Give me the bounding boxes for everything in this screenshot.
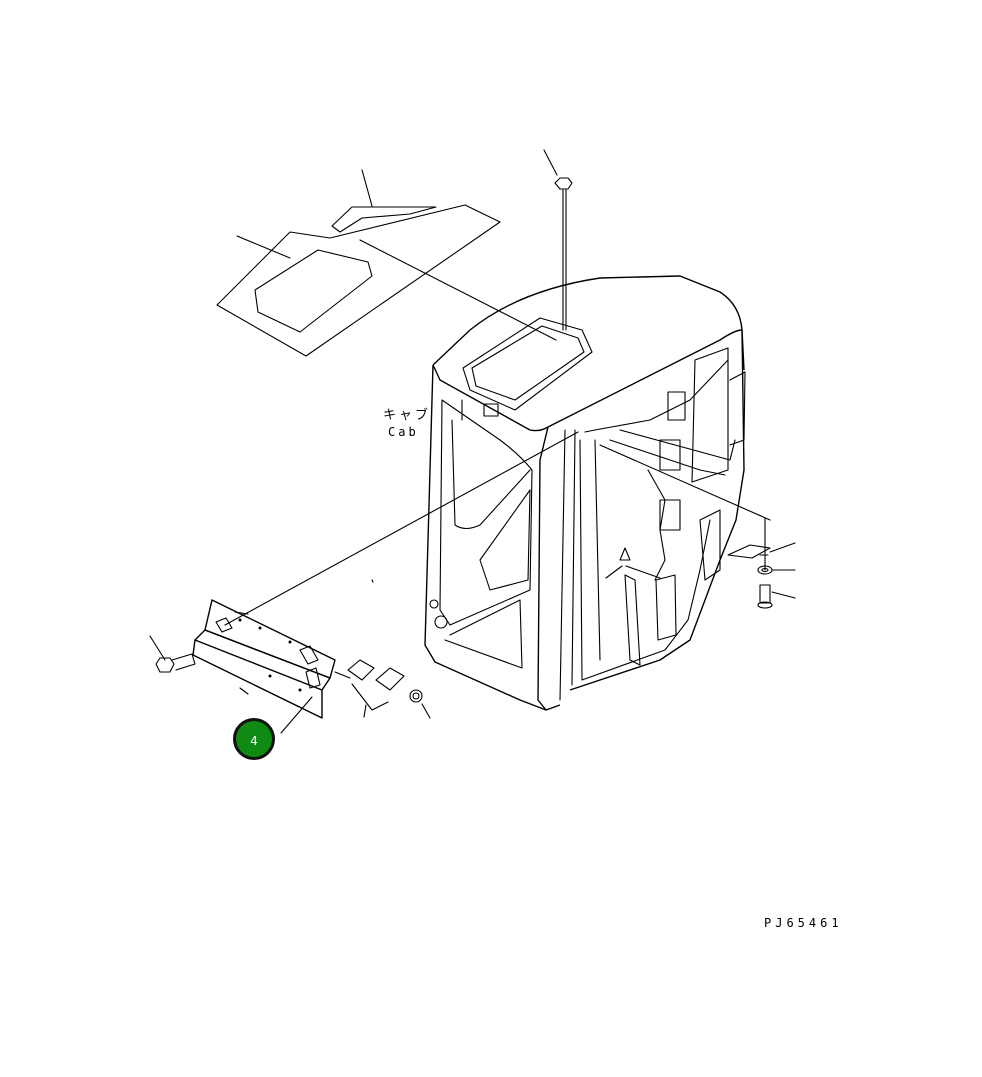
roof-rivet xyxy=(543,149,573,331)
cab-body xyxy=(371,275,771,711)
cab-label-japanese: キャブ xyxy=(383,408,432,423)
bolt xyxy=(149,635,196,673)
leader-line xyxy=(224,431,579,626)
part-callout-4[interactable]: 4 xyxy=(233,718,275,760)
callout-leader xyxy=(280,696,313,734)
cab-label-english: Cab xyxy=(388,425,419,439)
roof-sticker xyxy=(331,169,437,233)
figure-code: PJ65461 xyxy=(764,916,843,930)
callout-number: 4 xyxy=(250,734,258,748)
roof-mat xyxy=(216,204,557,357)
right-side-parts xyxy=(727,542,796,609)
lower-panel xyxy=(192,599,431,719)
